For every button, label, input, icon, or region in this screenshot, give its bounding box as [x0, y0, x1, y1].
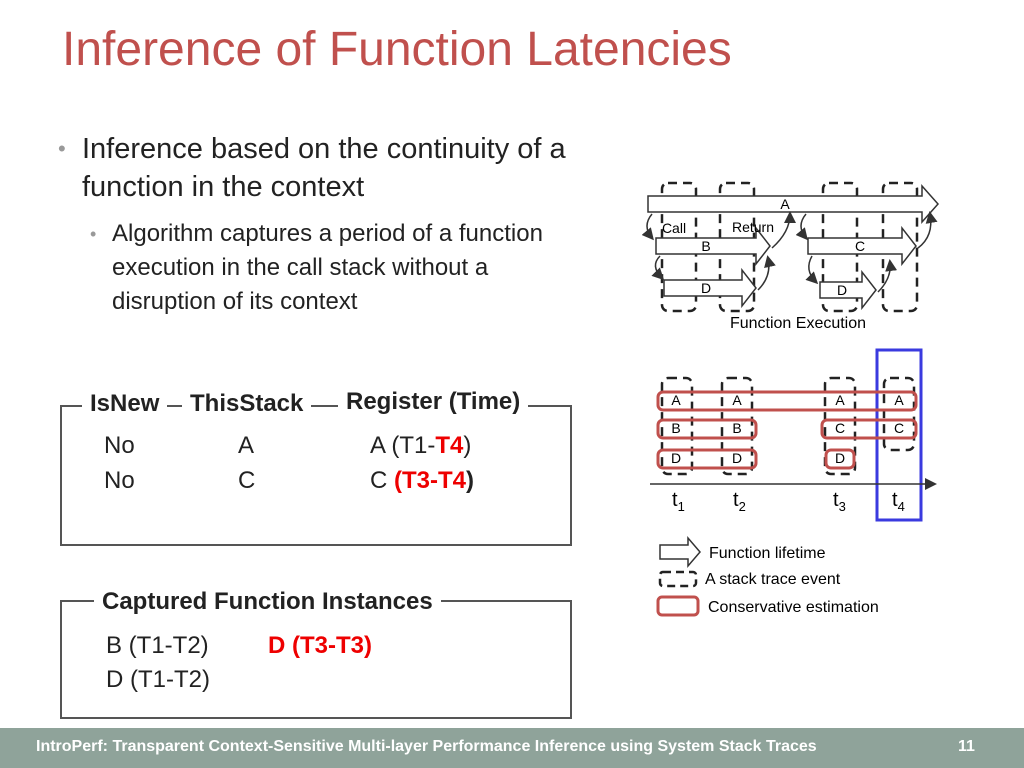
- row2-register-prefix: C: [370, 467, 394, 494]
- footer-bar: IntroPerf: Transparent Context-Sensitive…: [0, 728, 1024, 768]
- call-arrow-icon: [641, 213, 654, 241]
- bullet-level2: • Algorithm captures a period of a funct…: [90, 217, 562, 319]
- page-number: 11: [958, 738, 975, 755]
- bullet-level2-text: Algorithm captures a period of a functio…: [112, 220, 543, 315]
- bullet-dot-icon: •: [90, 224, 97, 244]
- bullet-level1-text: Inference based on the continuity of a f…: [82, 133, 566, 203]
- label-call: Call: [662, 220, 686, 236]
- time-label-t1: t1: [672, 489, 685, 514]
- estimation-box-a: [656, 390, 918, 412]
- frame-label: D: [671, 450, 681, 466]
- captured-header: Captured Function Instances: [94, 588, 441, 616]
- legend-stack-event: A stack trace event: [705, 571, 841, 588]
- legend-arrow-icon: [659, 535, 701, 569]
- t4-highlight-box: [875, 348, 923, 522]
- estimation-box-c: [820, 418, 918, 440]
- lifetime-arrow-b: [655, 225, 771, 267]
- frame-label: B: [671, 420, 680, 436]
- stack-event-column: [660, 376, 694, 476]
- row1-register-prefix: A (T1-: [370, 432, 436, 459]
- lifetime-arrow-a: [647, 184, 940, 224]
- label-d1: D: [701, 280, 711, 296]
- estimation-box-b: [656, 418, 758, 440]
- stack-event-column: [823, 376, 857, 476]
- row1-register: A (T1-T4): [370, 432, 471, 460]
- footer-text: IntroPerf: Transparent Context-Sensitive…: [36, 738, 817, 755]
- label-d2: D: [837, 282, 847, 298]
- legend-conservative: Conservative estimation: [708, 599, 879, 616]
- stack-event-column: [720, 376, 754, 476]
- lifetime-arrow-d2: [819, 269, 877, 311]
- label-b: B: [701, 238, 710, 254]
- frame-label: A: [732, 392, 742, 408]
- bullet-dot-icon: •: [58, 136, 66, 161]
- call-arrow-icon: [795, 213, 808, 241]
- row1-isnew: No: [104, 432, 135, 459]
- captured-item-2: D (T1-T2): [106, 666, 210, 693]
- frame-label: C: [894, 420, 904, 436]
- return-arrow-icon: [771, 211, 796, 249]
- stack-snapshot-diagram: A B D A B D A C D A C t1 t2 t3 t4: [650, 348, 937, 522]
- row2-register: C (T3-T4): [370, 467, 474, 495]
- estimation-box-d: [656, 448, 758, 470]
- legend-lifetime: Function lifetime: [709, 545, 826, 562]
- call-arrow-icon: [805, 255, 819, 285]
- stack-event-column: [882, 376, 916, 452]
- time-label-t4: t4: [892, 489, 905, 514]
- header-isnew: IsNew: [82, 390, 168, 418]
- slide-title: Inference of Function Latencies: [62, 23, 732, 76]
- return-arrow-icon: [757, 255, 776, 291]
- row2-register-red: (T3-T4: [394, 467, 466, 494]
- lifetime-arrow-c: [807, 225, 917, 267]
- header-thisstack: ThisStack: [182, 390, 312, 418]
- row2-thisstack: C: [238, 467, 256, 494]
- row2-register-suffix: ): [466, 467, 474, 494]
- captured-highlight: D (T3-T3): [268, 632, 372, 659]
- time-label-t3: t3: [833, 489, 846, 514]
- label-c: C: [855, 238, 865, 254]
- legend-dashed-box-icon: [658, 570, 698, 588]
- lifetime-arrow-d1: [663, 267, 757, 309]
- estimation-box-d2: [824, 448, 856, 470]
- bullet-level1: • Inference based on the continuity of a…: [58, 130, 602, 206]
- row1-register-suffix: ): [463, 432, 472, 459]
- register-table-panel: [60, 405, 572, 546]
- time-label-t2: t2: [733, 489, 746, 514]
- function-execution-caption: Function Execution: [730, 315, 866, 332]
- row1-thisstack: A: [238, 432, 255, 459]
- return-arrow-icon: [877, 259, 898, 293]
- row2-isnew: No: [104, 467, 135, 494]
- function-execution-diagram: A B C D D Call Return Function Execution: [641, 181, 940, 332]
- diagram-canvas: A B C D D Call Return Function Execution…: [641, 181, 940, 617]
- frame-label: D: [732, 450, 742, 466]
- captured-item-1: B (T1-T2): [106, 632, 209, 659]
- row1-register-red: T4: [435, 432, 464, 459]
- legend-red-box-icon: [656, 595, 700, 617]
- frame-label: A: [835, 392, 845, 408]
- call-arrow-icon: [651, 255, 665, 281]
- label-return: Return: [732, 219, 774, 235]
- frame-label: A: [671, 392, 681, 408]
- frame-label: D: [835, 450, 845, 466]
- header-register: Register (Time): [338, 388, 529, 416]
- return-arrow-icon: [917, 211, 938, 249]
- legend: Function lifetime A stack trace event Co…: [656, 535, 879, 617]
- frame-label: A: [894, 392, 904, 408]
- frame-label: B: [732, 420, 741, 436]
- frame-label: C: [835, 420, 845, 436]
- label-a: A: [780, 196, 790, 212]
